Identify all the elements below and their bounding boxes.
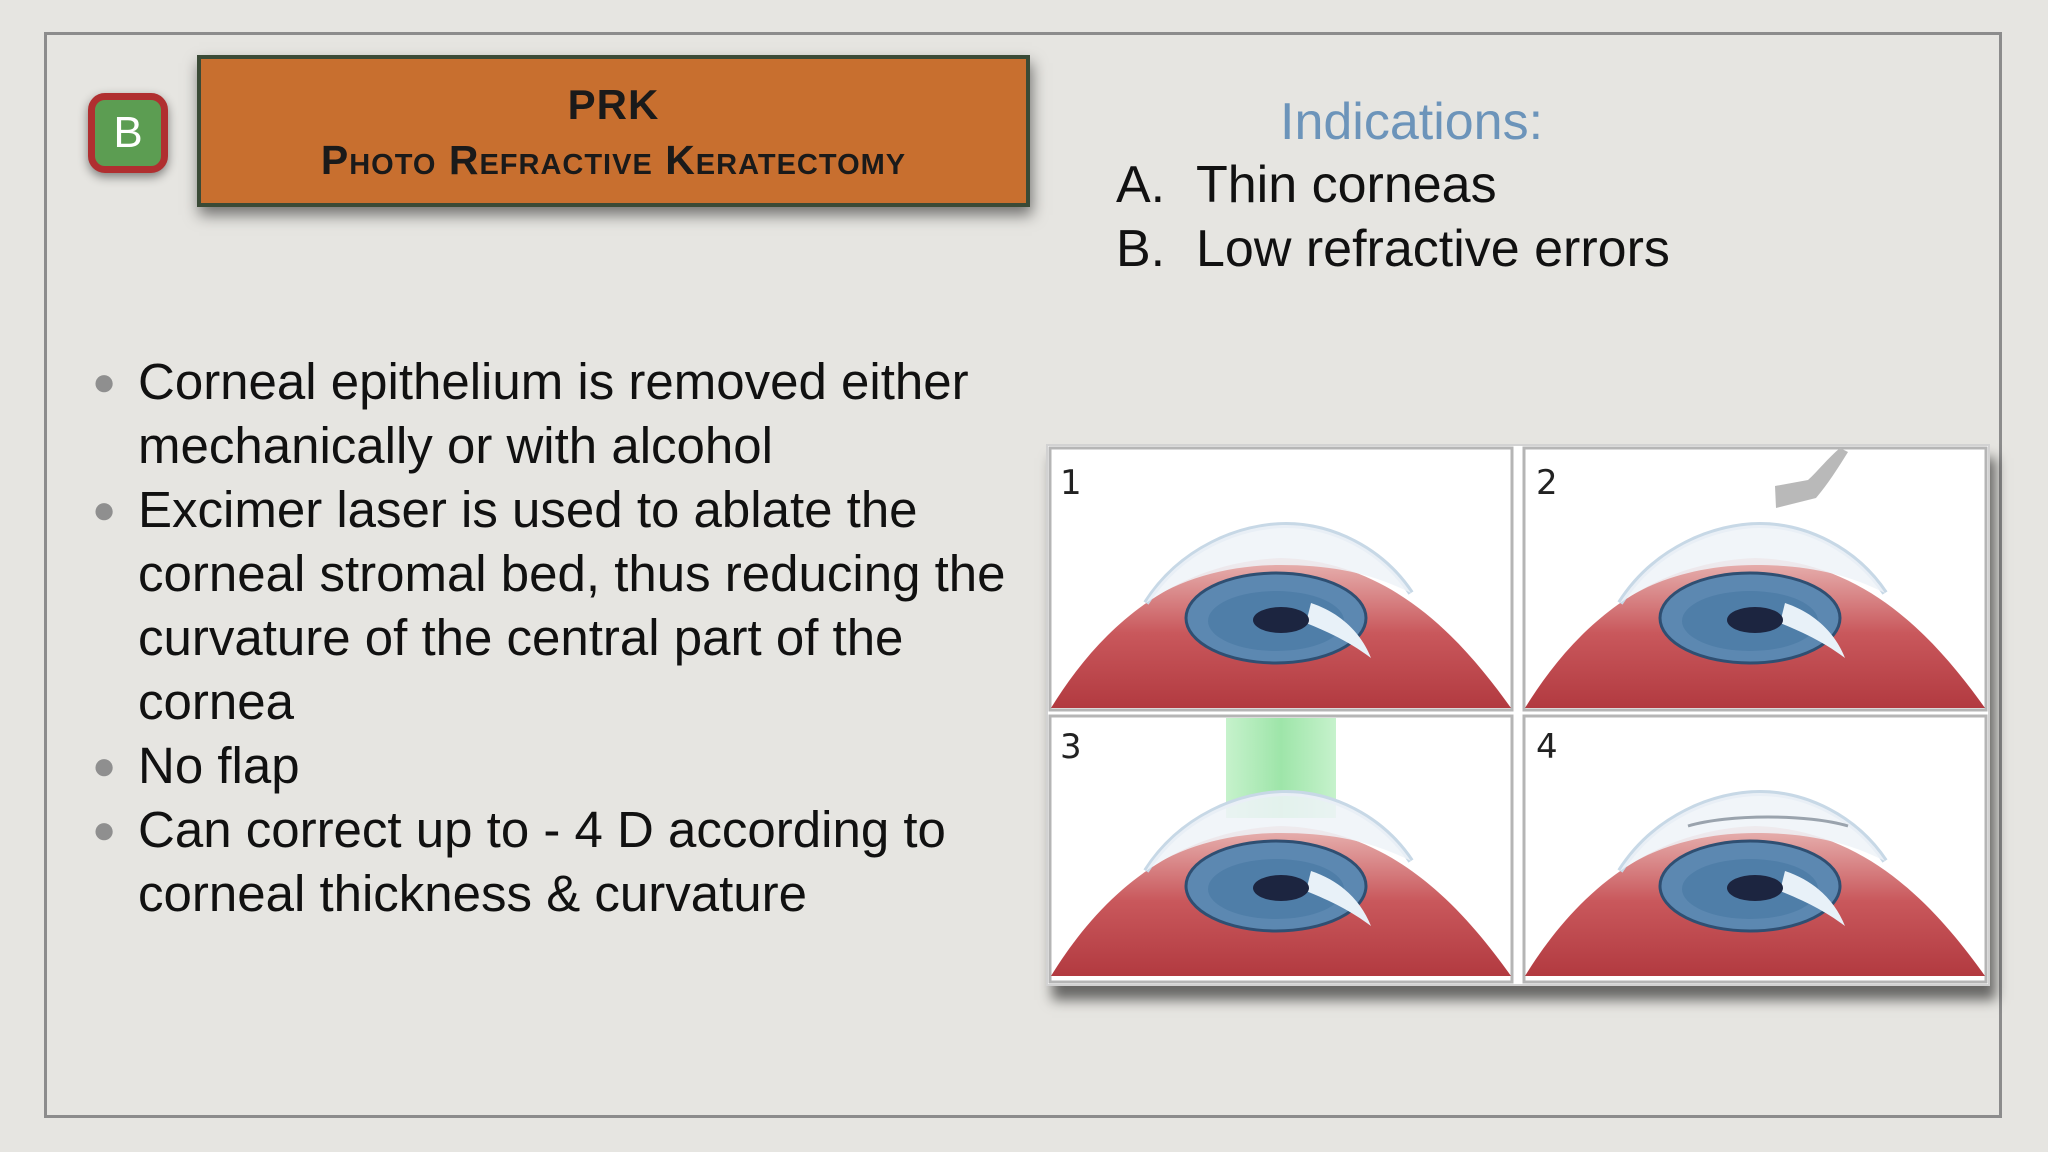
indication-text: Thin corneas xyxy=(1196,156,1497,214)
bullet-text: Excimer laser is used to ablate the corn… xyxy=(138,481,1006,730)
bullet-item: ● Can correct up to - 4 D according to co… xyxy=(88,798,1028,926)
slide-frame xyxy=(44,32,2002,1118)
indications-heading: Indications: xyxy=(1280,93,1544,151)
bullet-item: ● No flap xyxy=(88,734,1028,798)
bullet-dot-icon: ● xyxy=(92,488,117,532)
bullet-dot-icon: ● xyxy=(92,360,117,404)
panel-label: 4 xyxy=(1536,727,1558,767)
prk-steps-figure: 1 2 3 4 xyxy=(1046,444,1990,986)
indication-text: Low refractive errors xyxy=(1196,220,1670,278)
bullet-item: ● Corneal epithelium is removed either me… xyxy=(88,350,1028,478)
indications-list: A. Thin corneas B. Low refractive errors xyxy=(1116,153,1670,281)
indication-item: A. Thin corneas xyxy=(1116,153,1670,217)
spatula-icon xyxy=(1775,448,1848,508)
bullet-dot-icon: ● xyxy=(92,744,117,788)
bullet-text: Can correct up to - 4 D according to cor… xyxy=(138,801,946,922)
bullet-dot-icon: ● xyxy=(92,808,117,852)
panel-label: 1 xyxy=(1060,463,1082,503)
title-abbreviation: PRK xyxy=(567,81,660,128)
panel-label: 3 xyxy=(1060,727,1082,767)
panel-label: 2 xyxy=(1536,463,1558,503)
title-banner: PRK Photo Refractive Keratectomy xyxy=(197,55,1030,207)
bullet-item: ● Excimer laser is used to ablate the cor… xyxy=(88,478,1028,734)
indication-marker: A. xyxy=(1116,156,1166,214)
indication-marker: B. xyxy=(1116,220,1166,278)
title-full-name: Photo Refractive Keratectomy xyxy=(320,137,907,183)
prk-steps-illustration: 1 2 3 4 xyxy=(1048,446,1988,984)
bullet-text: No flap xyxy=(138,737,300,794)
section-badge: B xyxy=(88,93,168,173)
bullet-text: Corneal epithelium is removed either mec… xyxy=(138,353,969,474)
bullet-list: ● Corneal epithelium is removed either me… xyxy=(88,350,1028,926)
indication-item: B. Low refractive errors xyxy=(1116,217,1670,281)
